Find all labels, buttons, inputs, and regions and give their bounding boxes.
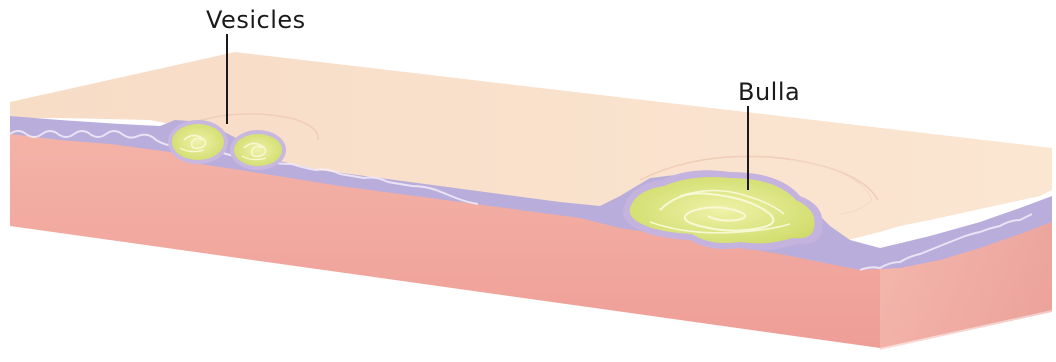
vesicle-right xyxy=(230,130,286,170)
vesicles-label: Vesicles xyxy=(206,6,306,34)
bulla-label: Bulla xyxy=(738,78,800,106)
vesicle-left xyxy=(168,120,228,164)
